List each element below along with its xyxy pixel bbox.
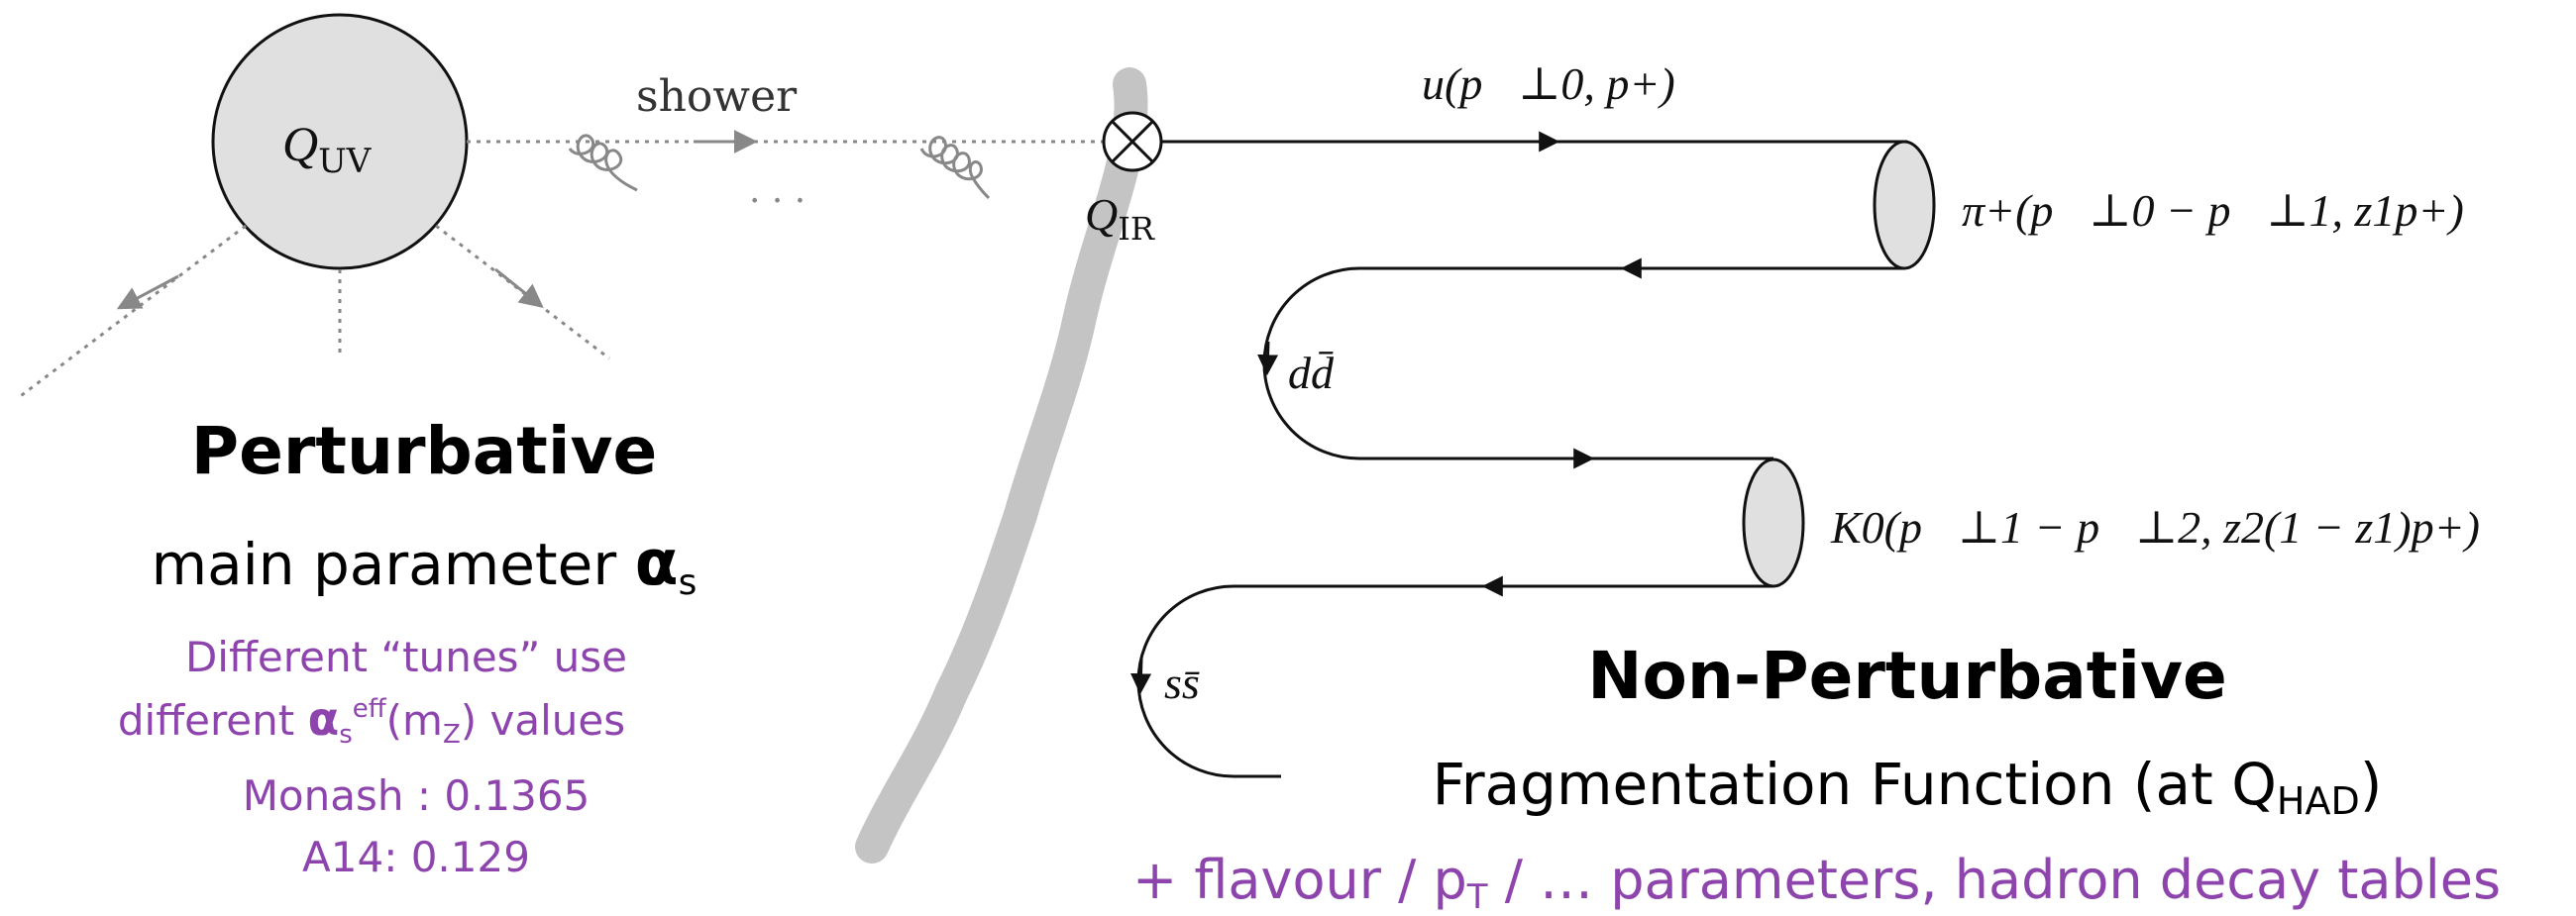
q-uv-label: QUV (282, 116, 373, 181)
tunes-line-1: Different “tunes” use (185, 633, 627, 681)
pion-label: π+(p⃗⊥0 − p⃗⊥1, z1p+) (1962, 185, 2464, 236)
tune-a14: A14: 0.129 (302, 833, 530, 881)
kaon-label: K0(p⃗⊥1 − p⃗⊥2, z2(1 − z1)p+) (1830, 502, 2480, 553)
ssbar-arrow (1130, 658, 1152, 695)
ssbar-label: ss̄ (1164, 658, 1201, 708)
quark-label: u(p⃗⊥0, p+) (1422, 58, 1675, 109)
dotted-leg-left (17, 224, 247, 400)
alpha-s-parameter: main parameter αs (152, 527, 698, 603)
dotted-leg-right-arrow (494, 267, 544, 308)
perturbative-heading: Perturbative (191, 413, 658, 489)
footer-parameters: + flavour / pT / … parameters, hadron de… (1132, 849, 2501, 916)
fragmentation-function-label: Fragmentation Function (at QHAD) (1433, 751, 2383, 823)
gluon-curl-right (919, 136, 991, 200)
ddbar-arrow (1257, 341, 1279, 376)
tune-monash: Monash : 0.1365 (243, 771, 590, 820)
q-ir-label: QIR (1085, 189, 1155, 248)
shower-label: shower (636, 71, 798, 122)
dotted-leg-left-arrow (116, 274, 179, 310)
tunes-line-2: different αseff(mZ) values (118, 692, 625, 750)
ellipsis: · · · (749, 181, 805, 222)
ddbar-label: dd̄ (1288, 348, 1335, 398)
hadronization-band (855, 67, 1148, 864)
gluon-curl-left (568, 134, 638, 192)
pion-tube (1873, 140, 1936, 270)
kaon-tube (1742, 458, 1805, 588)
circled-cross-icon (1102, 111, 1163, 172)
non-perturbative-heading: Non-Perturbative (1587, 638, 2226, 714)
